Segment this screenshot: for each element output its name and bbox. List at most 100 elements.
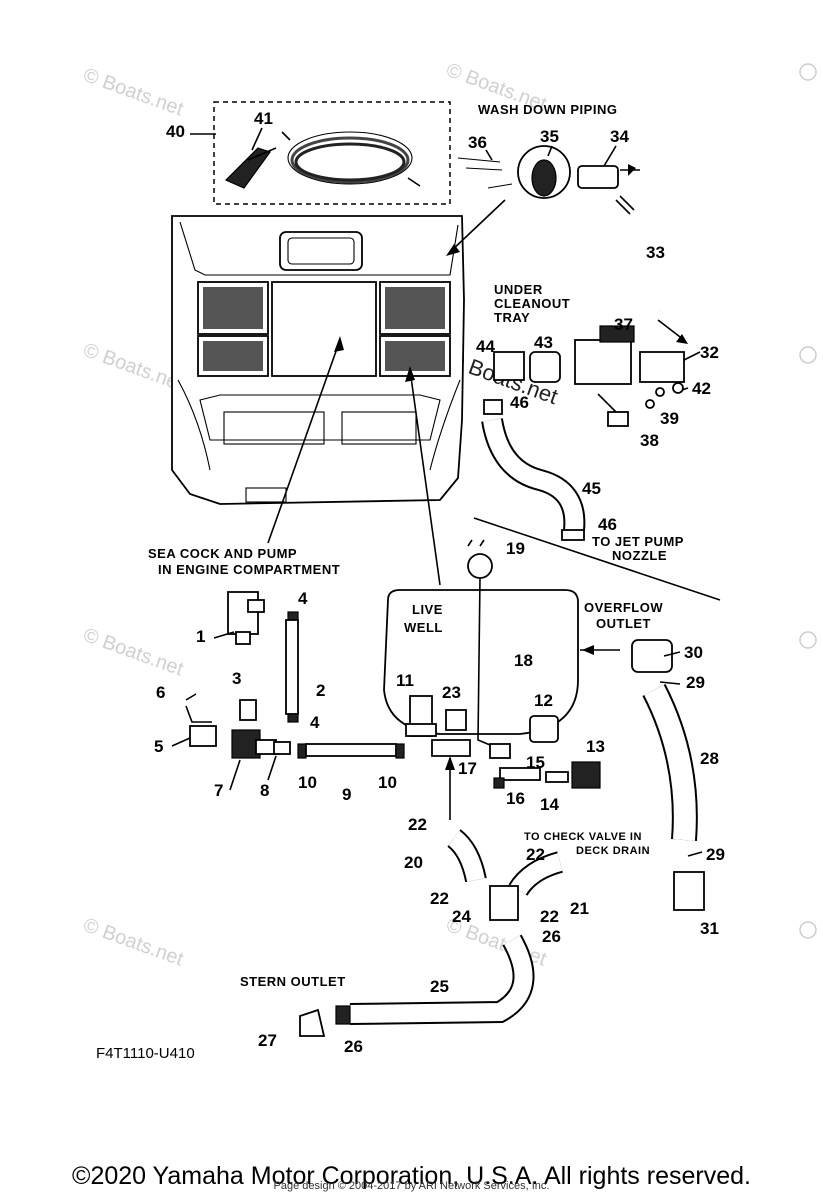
callout-43: 43 [534,333,553,352]
watermark: © Boats.net [80,914,186,971]
callout-18: 18 [514,651,533,670]
callout-33: 33 [646,243,665,262]
callout-27: 27 [258,1031,277,1050]
wash-down-caption: WASH DOWN PIPING [478,102,617,117]
callout-39: 39 [660,409,679,428]
live-well-caption: LIVE [412,602,443,617]
callout-5: 5 [154,737,163,756]
hatch [279,231,363,271]
sea-cock-caption: SEA COCK AND PUMP [148,546,297,561]
callout-26: 26 [542,927,561,946]
wash-down-parts [457,145,640,199]
callout-37: 37 [614,315,633,334]
sea-cock-parts [185,591,405,759]
wash-hose [600,177,688,311]
callout-34: 34 [610,127,629,146]
wash-down-leader [449,199,506,253]
callout-4: 4 [298,589,308,608]
callout-7: 7 [214,781,223,800]
callouts: 1 2 3 4 4 5 6 7 8 9 10 10 11 12 13 14 15… [154,109,725,1056]
callout-38: 38 [640,431,659,450]
callout-28: 28 [700,749,719,768]
callout-2: 2 [316,681,325,700]
callout-40: 40 [166,122,185,141]
jet-pump-caption: NOZZLE [612,548,667,563]
sea-cock-leader [267,339,341,544]
callout-45: 45 [582,479,601,498]
watermark: © Boats.net [80,339,186,396]
callout-19: 19 [506,539,525,558]
copyright-text: ©2020 Yamaha Motor Corporation, U.S.A. A… [72,1162,751,1190]
fitting-19 [467,553,493,579]
stern-hose [349,935,533,1023]
page-design-credit: Page design © 2004-2017 by ARI Network S… [273,1180,550,1192]
callout-13: 13 [586,737,605,756]
callout-16: 16 [506,789,525,808]
spray-nozzle [224,147,271,189]
check-valve-caption: DECK DRAIN [576,845,650,857]
callout-20: 20 [404,853,423,872]
boat-hull [171,215,465,505]
watermark-mark [799,63,817,81]
callout-31: 31 [700,919,719,938]
live-well-parts [405,695,601,789]
overflow-hose [644,684,696,841]
callout-24: 24 [452,907,471,926]
callout-42: 42 [692,379,711,398]
watermark-mark [799,921,817,939]
callout-26: 26 [344,1037,363,1056]
callout-12: 12 [534,691,553,710]
watermark: © Boats.net [80,64,186,121]
callout-1: 1 [196,627,205,646]
callout-8: 8 [260,781,269,800]
callout-3: 3 [232,669,241,688]
callout-10: 10 [378,773,397,792]
diagram-code: F4T1110-U410 [96,1045,195,1062]
under-cleanout-caption: UNDER [494,282,543,297]
coiled-hose [281,131,421,187]
tee-fitting [489,885,519,921]
callout-22: 22 [430,889,449,908]
callout-22: 22 [408,815,427,834]
check-valve-caption: TO CHECK VALVE IN [524,831,642,843]
callout-23: 23 [442,683,461,702]
callout-29: 29 [686,673,705,692]
divider [473,517,721,601]
stern-outlet-caption: STERN OUTLET [240,974,346,989]
callout-10: 10 [298,773,317,792]
callout-44: 44 [476,337,495,356]
overflow-caption: OUTLET [596,616,651,631]
sea-cock-caption: IN ENGINE COMPARTMENT [158,562,340,577]
overflow-caption: OVERFLOW [584,600,663,615]
watermark-mark [799,631,817,649]
captions: WASH DOWN PIPING UNDER CLEANOUT TRAY TO … [96,102,684,1062]
live-well-leader [409,369,441,586]
callout-25: 25 [430,977,449,996]
callout-21: 21 [570,899,589,918]
watermark: © Boats.net [80,624,186,681]
callout-36: 36 [468,133,487,152]
jet-pump-caption: TO JET PUMP [592,534,684,549]
callout-9: 9 [342,785,351,804]
hose-kit-box [213,101,451,205]
live-well-caption: WELL [404,620,443,635]
callout-46: 46 [510,393,529,412]
leader-lines [171,127,703,857]
callout-15: 15 [526,753,545,772]
callout-4: 4 [310,713,320,732]
cleanout-parts [483,325,685,427]
callout-29: 29 [706,845,725,864]
callout-17: 17 [458,759,477,778]
callout-35: 35 [540,127,559,146]
under-cleanout-caption: CLEANOUT [494,296,570,311]
callout-6: 6 [156,683,165,702]
callout-41: 41 [254,109,273,128]
callout-32: 32 [700,343,719,362]
callout-22: 22 [526,845,545,864]
callout-46: 46 [598,515,617,534]
watermarks: © Boats.net © Boats.net © Boats.net © Bo… [80,59,817,971]
callout-22: 22 [540,907,559,926]
callout-11: 11 [396,671,414,690]
hose-kit-group [213,101,451,205]
